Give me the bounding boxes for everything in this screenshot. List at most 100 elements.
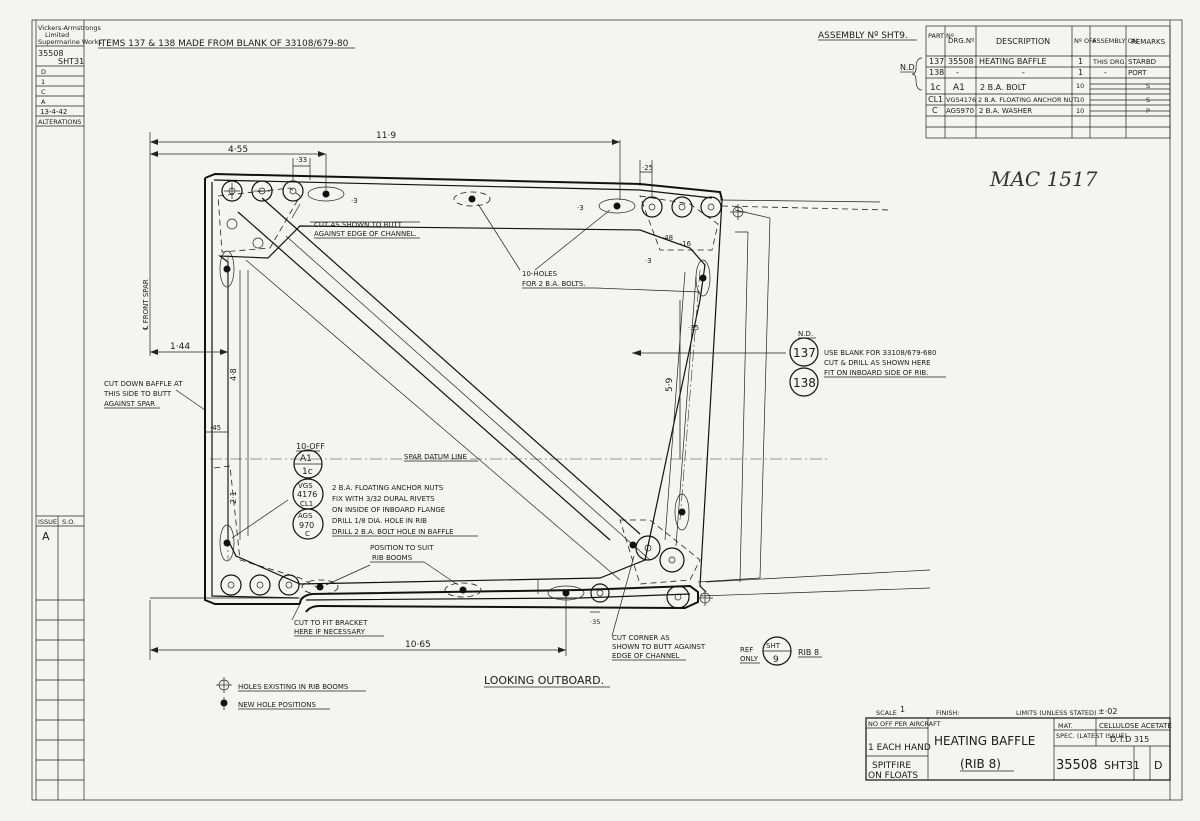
svg-text:CL1: CL1	[300, 500, 313, 508]
company-line-2: Limited	[45, 31, 69, 39]
assembly-label: ASSEMBLY Nº SHT9.	[818, 31, 908, 41]
hole-existing	[251, 180, 273, 202]
dim-4-55: 4·55	[228, 145, 248, 155]
position-line-1: POSITION TO SUIT	[370, 544, 434, 552]
aircraft-line-2: ON FLOATS	[868, 771, 918, 781]
balloons: 137 138 A1 1c VGS 4176 CL1 AGS 970 C SHT	[292, 337, 819, 666]
row5-drg: AGS970	[946, 107, 974, 115]
title-drawing-no: 35508	[1056, 758, 1097, 773]
legend-existing-label: HOLES EXISTING IN RIB BOOMS	[238, 683, 349, 691]
hole-existing	[221, 180, 243, 202]
hole-existing	[249, 574, 271, 596]
row2-desc: -	[1022, 68, 1025, 77]
looking-outboard: LOOKING OUTBOARD.	[484, 674, 604, 687]
hole-existing	[252, 237, 264, 249]
header-part-no: PART Nº	[928, 32, 954, 40]
balloon-137: 137	[789, 337, 819, 367]
hole-existing	[700, 196, 722, 218]
issue-letter-d: D	[41, 68, 46, 76]
front-spar-label: ℄ FRONT SPAR	[142, 279, 150, 330]
hole-existing	[671, 196, 693, 218]
row3-drg: A1	[953, 83, 965, 93]
row5-off: 10	[1076, 107, 1084, 115]
hole-new	[219, 250, 235, 288]
hole-existing	[226, 218, 238, 230]
hole-new	[598, 198, 636, 214]
hole-new	[674, 493, 690, 531]
handwritten-mark: MAC 1517	[989, 167, 1098, 191]
scale-label: SCALE	[876, 709, 897, 717]
row2-remarks: PORT	[1128, 69, 1147, 77]
hole-existing	[590, 583, 610, 603]
left-issue-block: Vickers-Armstrongs Limited Supermarine W…	[35, 20, 102, 800]
anchor-line-1: 2 B.A. FLOATING ANCHOR NUTS	[332, 484, 444, 492]
dim-5-9: 5·9	[665, 377, 675, 392]
row5-remarks: P	[1146, 107, 1150, 115]
ref-only-line-2: ONLY	[740, 655, 759, 663]
anchor-line-5: DRILL 2 B.A. BOLT HOLE IN BAFFLE	[332, 528, 454, 536]
row5-desc: 2 B.A. WASHER	[979, 107, 1032, 115]
row4-remarks: S	[1146, 96, 1150, 104]
hole-new	[219, 524, 235, 562]
row2-part: 138	[929, 68, 944, 77]
balloon-vgs: VGS 4176 CL1	[292, 478, 324, 510]
dim-3-a: ·3	[351, 197, 358, 205]
title-block: SCALE 1 FINISH: LIMITS (UNLESS STATED) ±…	[865, 705, 1172, 781]
row3-off: 10	[1076, 82, 1084, 90]
row4-drg: VGS4176	[946, 96, 976, 104]
so-header: S.O.	[62, 518, 75, 526]
svg-text:AGS: AGS	[298, 512, 313, 520]
spar-datum-label: SPAR DATUM LINE	[404, 453, 467, 461]
row3-remarks: S	[1146, 82, 1150, 90]
dim-3-c: ·3	[645, 257, 652, 265]
hole-new	[453, 191, 491, 207]
header-remarks: REMARKS	[1131, 38, 1166, 46]
dimension-lines: 11·9 4·55 ·33 ·25 ·3 ·3 ·3 ·48 ·16 ·35 1…	[149, 131, 699, 660]
top-note: ITEMS 137 & 138 MADE FROM BLANK OF 33108…	[98, 39, 349, 49]
dim-4-8: 4·8	[229, 368, 238, 381]
hole-existing	[282, 180, 304, 202]
row4-part: CL1	[928, 95, 943, 104]
dim-45: ·45	[210, 424, 221, 432]
dim-35: ·35	[688, 324, 699, 332]
company-line-1: Vickers-Armstrongs	[38, 24, 101, 32]
dim-48: ·48	[662, 234, 673, 242]
issue-letter-1: 1	[41, 78, 45, 86]
svg-text:C: C	[305, 530, 310, 538]
row5-part: C	[932, 106, 938, 115]
hole-existing	[635, 535, 661, 561]
ten-off-label: 10-OFF	[296, 442, 325, 451]
row2-off: 1	[1078, 68, 1083, 77]
hole-existing	[641, 196, 663, 218]
dim-35b: ·35	[590, 618, 600, 626]
row3-desc: 2 B.A. BOLT	[980, 83, 1026, 92]
corner-line-3: EDGE OF CHANNEL	[612, 652, 679, 660]
issue-date: 13-4-42	[40, 108, 67, 116]
blank-line-1: USE BLANK FOR 33108/679-680	[824, 349, 936, 357]
hole-existing	[666, 585, 690, 609]
mat-label: MAT.	[1058, 722, 1073, 730]
alterations-label: ALTERATIONS	[38, 118, 81, 126]
blank-line-3: FIT ON INBOARD SIDE OF RIB.	[824, 369, 928, 377]
title-issue: D	[1154, 759, 1162, 772]
dim-10-65: 10·65	[405, 640, 431, 650]
anchor-line-4: DRILL 1/8 DIA. HOLE IN RIB	[332, 517, 427, 525]
legend: HOLES EXISTING IN RIB BOOMS NEW HOLE POS…	[216, 677, 366, 710]
row2-drg: -	[956, 68, 959, 77]
cut-down-line-1: CUT DOWN BAFFLE AT	[104, 380, 183, 388]
spec-label: SPEC. (LATEST ISSUE)	[1056, 732, 1127, 740]
cut-down-line-3: AGAINST SPAR	[104, 400, 155, 408]
balloon-ags: AGS 970 C	[292, 508, 324, 540]
position-line-2: RIB BOOMS	[372, 554, 413, 562]
legend-existing-symbol	[216, 677, 232, 693]
nd-right-label: N.D.	[798, 330, 813, 338]
no-off-value: 1 EACH HAND	[868, 743, 931, 753]
header-drg-no: DRG.Nº	[948, 37, 974, 45]
ref-only-line-1: REF	[740, 646, 753, 654]
cut-down-line-2: THIS SIDE TO BUTT	[103, 390, 172, 398]
header-no-off: Nº OFF	[1074, 37, 1097, 45]
issue-value: A	[42, 530, 50, 543]
row1-part: 137	[929, 57, 944, 66]
